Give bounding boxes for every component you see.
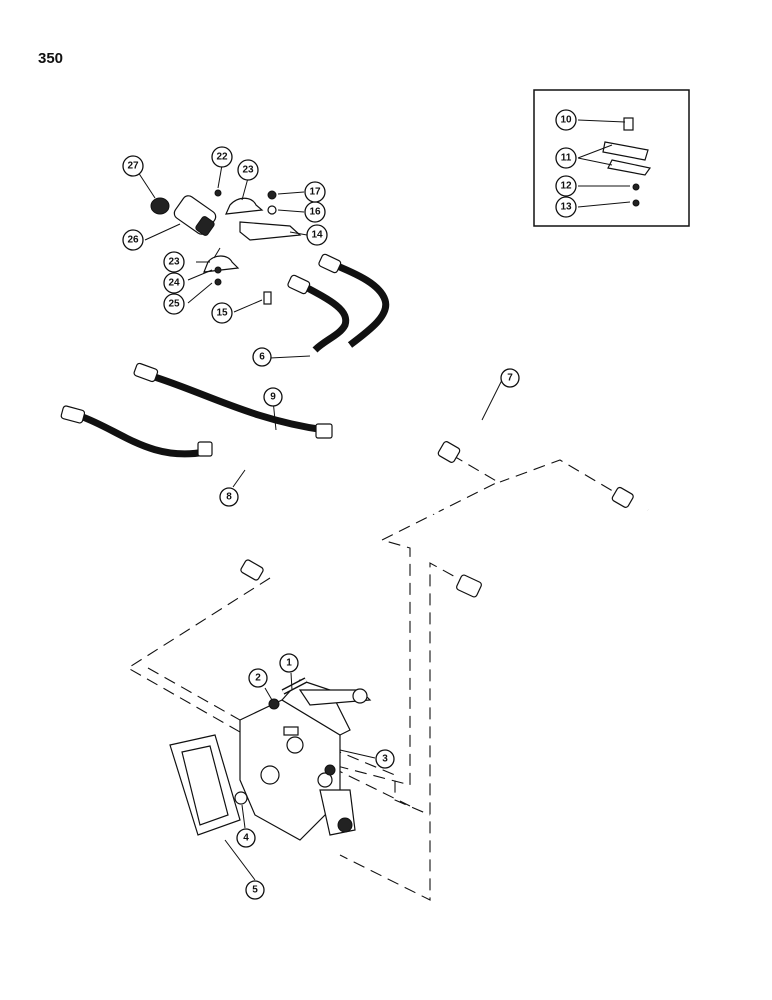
callout-10-label: 10 xyxy=(560,115,572,126)
clamps xyxy=(203,189,302,305)
callout-26-label: 26 xyxy=(127,235,139,246)
inset-parts xyxy=(602,117,652,207)
callout-1-label: 1 xyxy=(286,658,292,669)
callout-16-label: 16 xyxy=(309,207,321,218)
callout-1: 1 xyxy=(279,653,299,673)
callout-14: 14 xyxy=(306,224,328,246)
callout-23-top: 23 xyxy=(237,159,259,181)
callout-15-label: 15 xyxy=(216,308,228,319)
callout-16: 16 xyxy=(304,201,326,223)
callout-11: 11 xyxy=(555,147,577,169)
callout-26: 26 xyxy=(122,229,144,251)
line-6-7 xyxy=(287,253,650,512)
callout-27-label: 27 xyxy=(127,161,139,172)
callout-23-top-label: 23 xyxy=(242,165,254,176)
callout-10: 10 xyxy=(555,109,577,131)
callout-5: 5 xyxy=(245,880,265,900)
callout-17-label: 17 xyxy=(309,187,321,198)
callout-2: 2 xyxy=(248,668,268,688)
callout-12-label: 12 xyxy=(560,181,572,192)
callout-4-label: 4 xyxy=(243,833,249,844)
injection-pump xyxy=(169,677,372,841)
callout-6: 6 xyxy=(252,347,272,367)
callout-7: 7 xyxy=(500,368,520,388)
fitting-26-27 xyxy=(150,195,217,236)
callout-13-label: 13 xyxy=(560,202,572,213)
callout-25: 25 xyxy=(163,293,185,315)
callout-27: 27 xyxy=(122,155,144,177)
callout-23-bottom-label: 23 xyxy=(168,257,180,268)
inset-box xyxy=(533,89,690,227)
callout-2-label: 2 xyxy=(255,673,261,684)
callout-17: 17 xyxy=(304,181,326,203)
callout-3: 3 xyxy=(375,749,395,769)
callout-4: 4 xyxy=(236,828,256,848)
callout-8: 8 xyxy=(219,487,239,507)
callout-9-label: 9 xyxy=(270,392,276,403)
callout-24: 24 xyxy=(163,272,185,294)
callout-23-bottom: 23 xyxy=(163,251,185,273)
callout-8-label: 8 xyxy=(226,492,232,503)
callout-3-label: 3 xyxy=(382,754,388,765)
line-8 xyxy=(197,441,273,581)
callout-13: 13 xyxy=(555,196,577,218)
callout-9: 9 xyxy=(263,387,283,407)
callout-7-label: 7 xyxy=(507,373,513,384)
page-number: 350 xyxy=(38,50,64,67)
callout-25-label: 25 xyxy=(168,299,180,310)
callout-24-label: 24 xyxy=(168,278,180,289)
callout-11-label: 11 xyxy=(561,153,572,164)
callout-22: 22 xyxy=(211,146,233,168)
callout-22-label: 22 xyxy=(216,152,228,163)
callout-12: 12 xyxy=(555,175,577,197)
callout-14-label: 14 xyxy=(311,230,323,241)
leader-lines xyxy=(137,119,631,881)
callout-6-label: 6 xyxy=(259,352,265,363)
callout-15: 15 xyxy=(211,302,233,324)
callout-5-label: 5 xyxy=(252,885,258,896)
line-9 xyxy=(60,362,515,598)
